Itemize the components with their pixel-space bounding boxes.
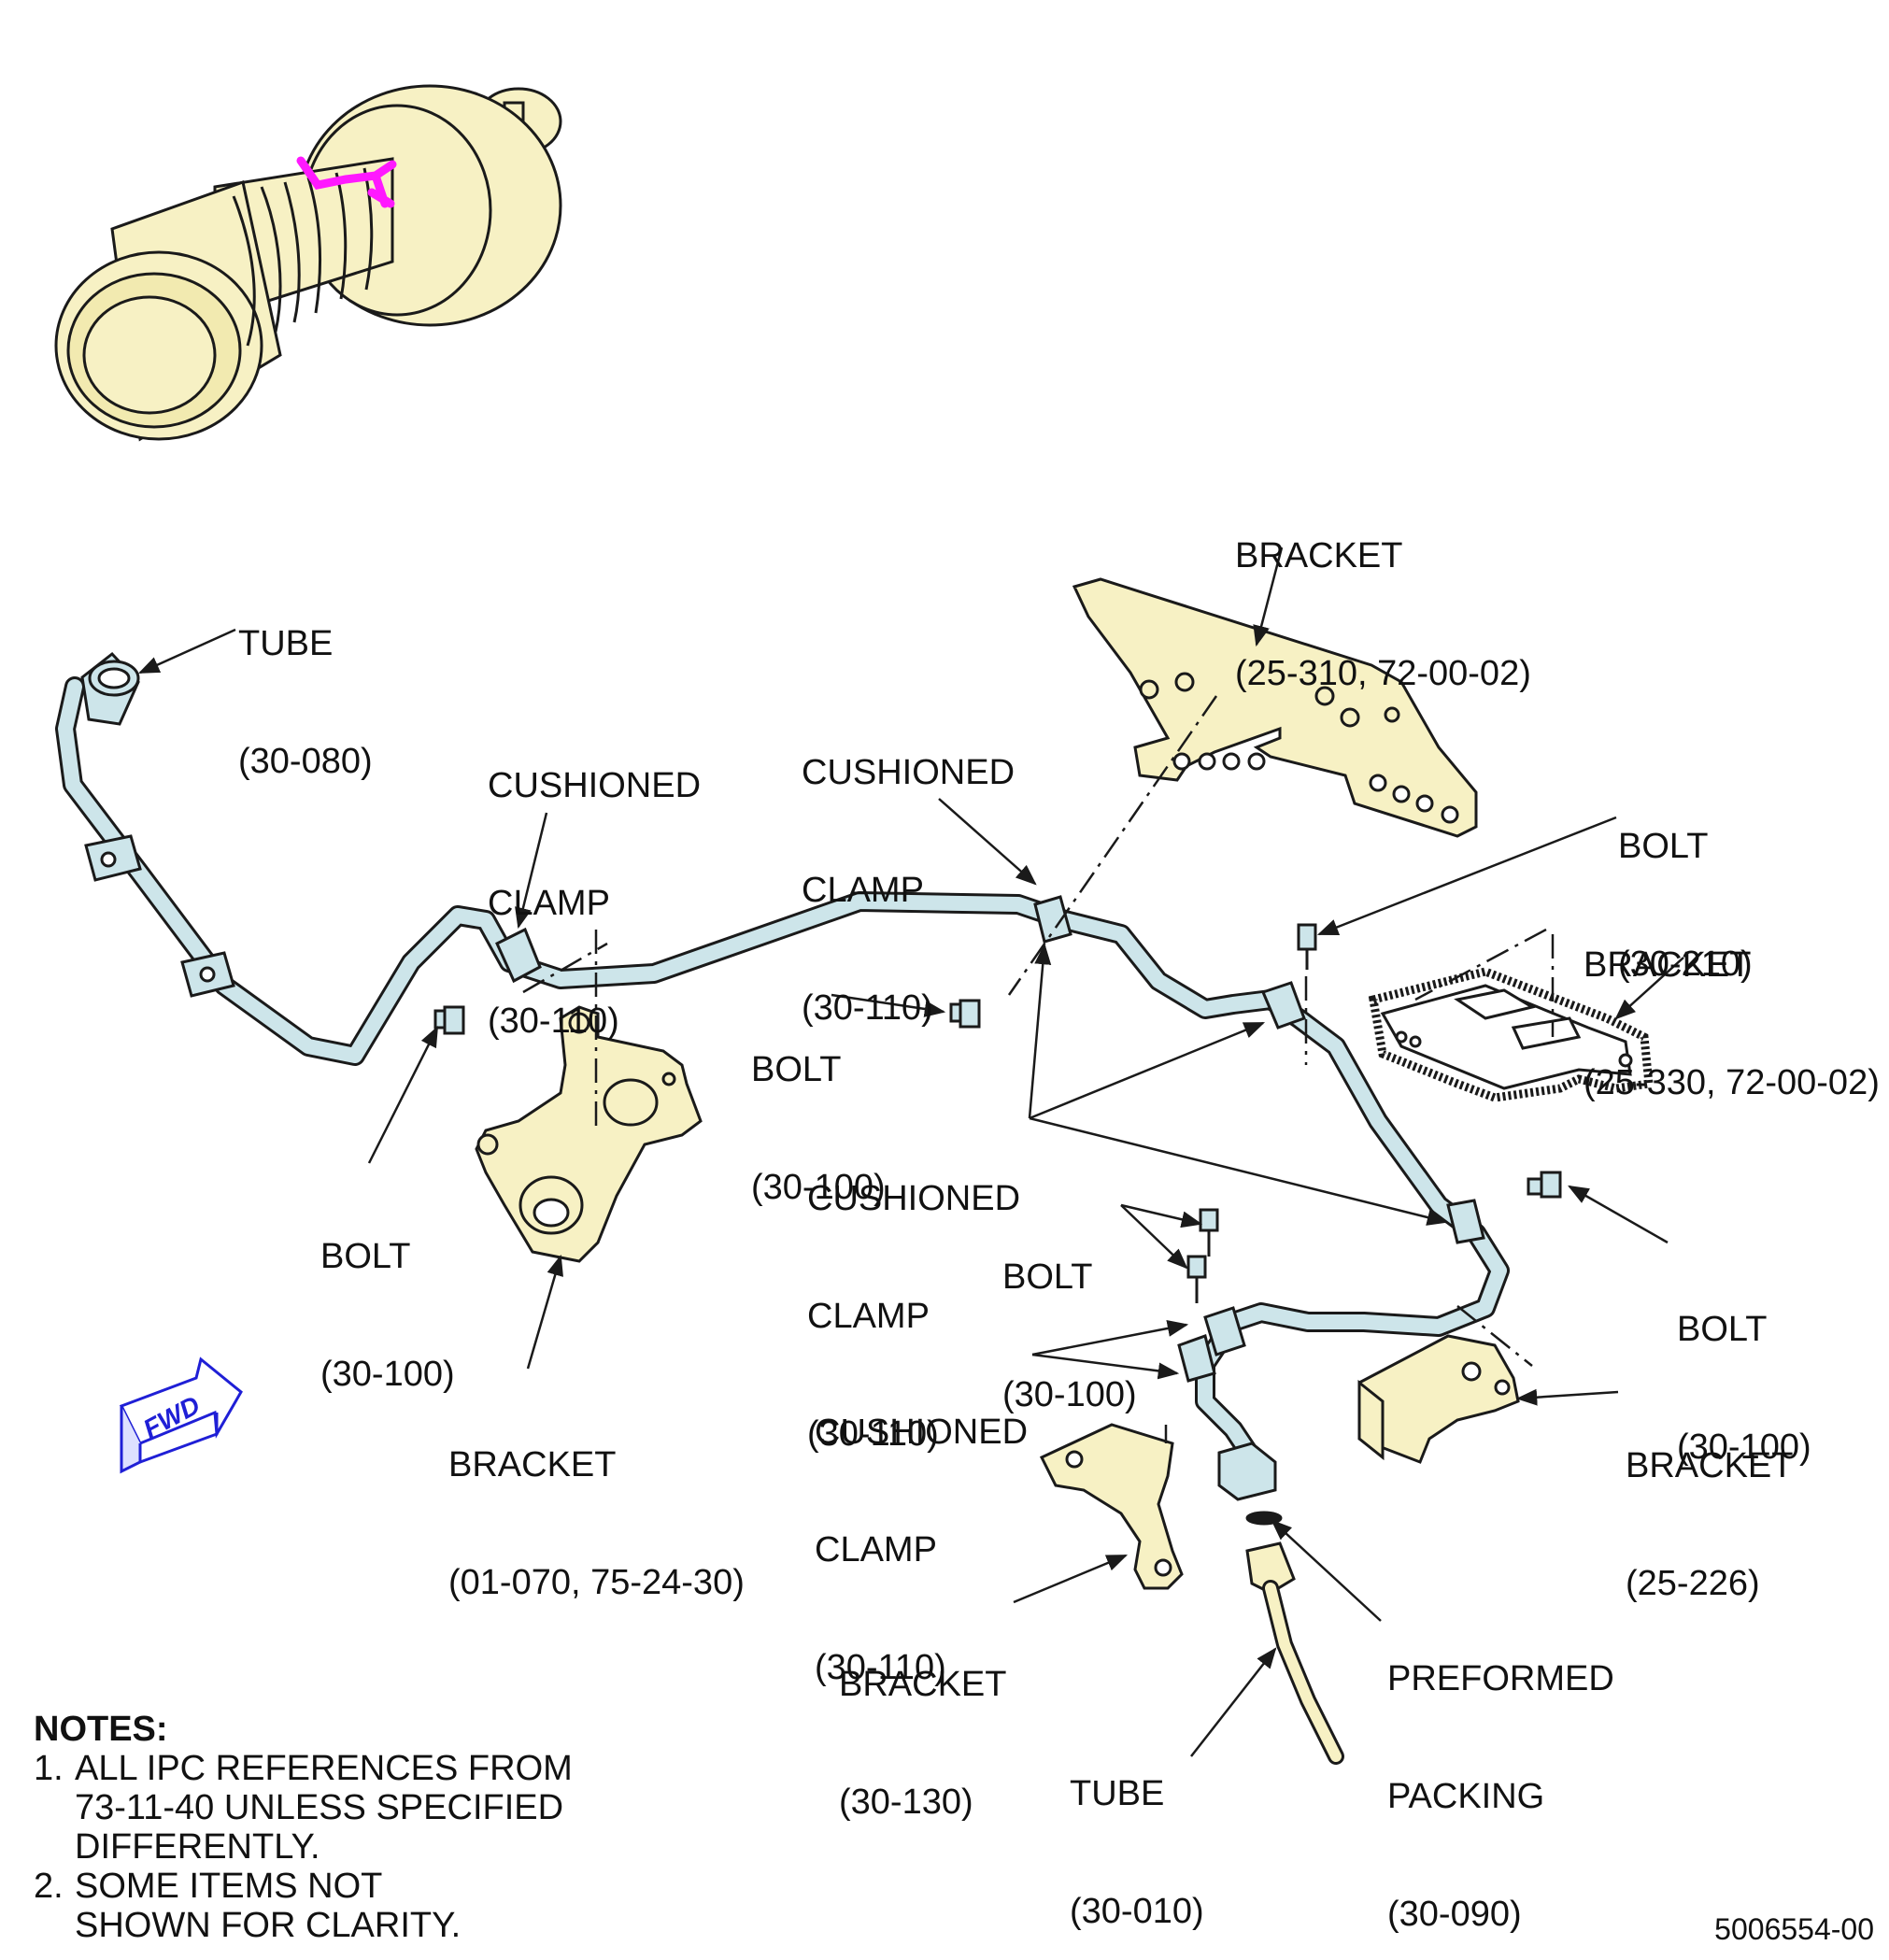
highlighted-tube-location — [296, 156, 397, 208]
cushioned-clamps — [495, 895, 1485, 1383]
bolts — [433, 923, 1562, 1303]
label-line-2: CLAMP — [802, 871, 924, 910]
label-ref: (30-110) — [488, 1001, 619, 1041]
label-ref: (30-100) — [1002, 1375, 1137, 1414]
label-tube-30-080: TUBE (30-080) — [238, 546, 373, 859]
label-line-1: PREFORMED — [1387, 1659, 1614, 1698]
label-ref: (30-090) — [1387, 1895, 1522, 1934]
label-cushioned-clamp-center: CUSHIONED CLAMP (30-110) — [802, 675, 1015, 1106]
note-text: ALL IPC REFERENCES FROM 73-11-40 UNLESS … — [75, 1749, 573, 1867]
notes-block: NOTES: 1. ALL IPC REFERENCES FROM 73-11-… — [34, 1710, 573, 1945]
label-name: BOLT — [1677, 1310, 1768, 1349]
leader-lines — [137, 547, 1684, 1757]
label-ref: (25-310, 72-00-02) — [1235, 654, 1531, 693]
tube-end-fitting — [80, 651, 140, 726]
label-line-2: PACKING — [1387, 1777, 1545, 1816]
label-name: TUBE — [1070, 1774, 1165, 1813]
label-ref: (30-110) — [807, 1414, 939, 1454]
engine-locator-view — [54, 84, 562, 442]
label-ref: (25-330, 72-00-02) — [1584, 1063, 1880, 1102]
label-bracket-30-130: BRACKET (30-130) — [839, 1586, 1006, 1900]
label-bracket-25-310: BRACKET (25-310, 72-00-02) — [1235, 458, 1531, 772]
label-bolt-right: BOLT (30-100) — [1677, 1231, 1811, 1545]
label-line-2: CLAMP — [815, 1530, 937, 1569]
label-bracket-25-330: BRACKET (25-330, 72-00-02) — [1584, 867, 1880, 1181]
label-bolt-center: BOLT (30-100) — [751, 972, 886, 1285]
label-ref: (30-110) — [815, 1648, 946, 1687]
label-cushioned-clamp-left: CUSHIONED CLAMP (30-110) — [488, 688, 701, 1119]
label-bracket-25-226: BRACKET (25-226) — [1626, 1368, 1793, 1682]
label-line-1: CUSHIONED — [802, 753, 1016, 792]
label-ref: (30-080) — [238, 742, 373, 781]
bracket-30-130 — [1039, 1423, 1184, 1590]
bracket-25-310 — [1072, 577, 1478, 838]
label-cushioned-clamp-lower: CUSHIONED CLAMP (30-110) — [815, 1334, 1028, 1766]
label-ref: (01-070, 75-24-30) — [448, 1563, 745, 1602]
label-name: BRACKET — [1235, 536, 1403, 575]
label-name: BOLT — [751, 1050, 842, 1089]
bracket-25-226 — [1357, 1334, 1520, 1464]
label-ref: (30-130) — [839, 1782, 973, 1822]
label-line-2: CLAMP — [807, 1297, 930, 1336]
label-name: BRACKET — [1584, 945, 1752, 985]
label-ref: (30-210) — [1618, 944, 1753, 984]
tube-30-010 — [1262, 1580, 1344, 1765]
label-tube-30-010: TUBE (30-010) — [1070, 1696, 1204, 1960]
drawing-number: 5006554-00 — [1714, 1912, 1874, 1946]
label-line-1: CUSHIONED — [815, 1413, 1029, 1452]
label-bracket-01-070: BRACKET (01-070, 75-24-30) — [448, 1367, 745, 1681]
label-name: BRACKET — [448, 1445, 617, 1484]
label-cushioned-clamp-mid: CUSHIONED CLAMP (30-110) — [807, 1101, 1020, 1532]
label-ref: (30-100) — [1677, 1427, 1811, 1467]
label-name: BOLT — [320, 1237, 411, 1276]
bracket-25-330 — [1368, 967, 1654, 1102]
label-name: TUBE — [238, 624, 334, 663]
tube-30-080 — [55, 676, 1510, 1468]
label-line-2: CLAMP — [488, 884, 610, 923]
label-bolt-30-210: BOLT (30-210) — [1618, 748, 1753, 1062]
label-ref: (30-010) — [1070, 1892, 1204, 1931]
label-ref: (30-100) — [320, 1355, 455, 1394]
label-line-1: CUSHIONED — [807, 1179, 1021, 1218]
label-preformed-packing: PREFORMED PACKING (30-090) — [1387, 1581, 1614, 1960]
label-name: BOLT — [1002, 1257, 1093, 1297]
label-ref: (25-226) — [1626, 1564, 1760, 1603]
label-bolt-left: BOLT (30-100) — [320, 1158, 455, 1472]
lower-fittings — [1217, 1442, 1296, 1595]
note-number: 2. — [34, 1867, 64, 1906]
fwd-arrow: FWD — [119, 1356, 243, 1474]
label-name: BRACKET — [1626, 1446, 1794, 1485]
label-bolt-pair: BOLT (30-100) — [1002, 1179, 1137, 1493]
note-item: 2. SOME ITEMS NOT SHOWN FOR CLARITY. — [34, 1867, 573, 1945]
notes-heading: NOTES: — [34, 1710, 168, 1749]
bracket-01-070 — [475, 1005, 703, 1263]
note-item: 1. ALL IPC REFERENCES FROM 73-11-40 UNLE… — [34, 1749, 573, 1867]
label-line-1: CUSHIONED — [488, 766, 702, 805]
label-ref: (30-110) — [802, 988, 933, 1028]
note-text: SOME ITEMS NOT SHOWN FOR CLARITY. — [75, 1867, 462, 1945]
tube-tab-clamps — [84, 834, 235, 998]
label-name: BRACKET — [839, 1665, 1007, 1704]
label-ref: (30-100) — [751, 1168, 886, 1207]
label-name: BOLT — [1618, 827, 1709, 866]
note-number: 1. — [34, 1749, 64, 1788]
